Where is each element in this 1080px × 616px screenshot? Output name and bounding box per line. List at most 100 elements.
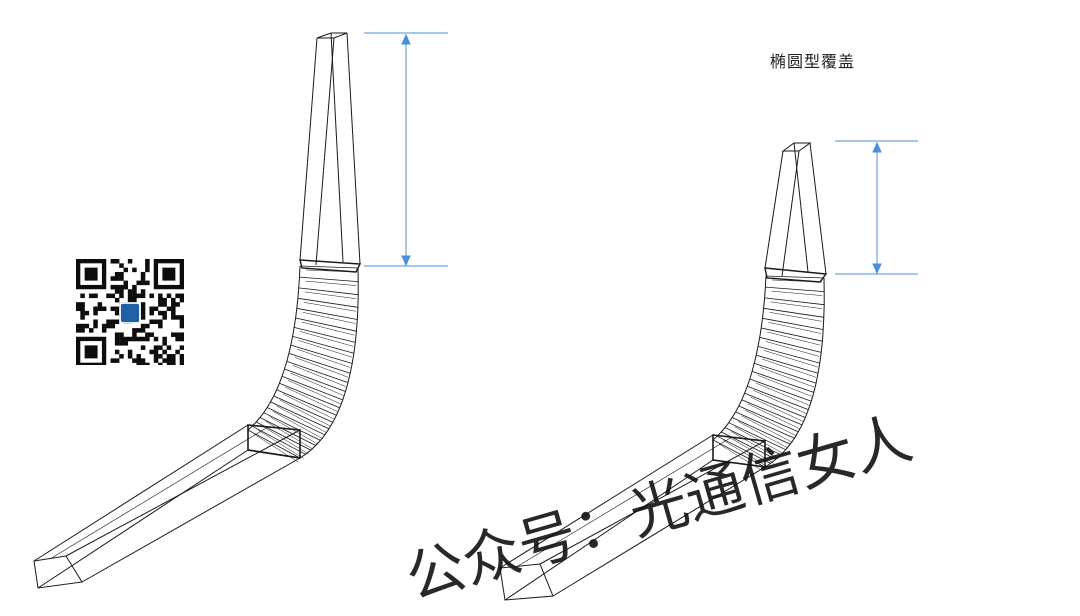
qr-module (179, 354, 184, 359)
qr-module (127, 297, 133, 303)
curve-segment-line (768, 322, 822, 334)
curve-segment-line (269, 416, 319, 445)
curve-segment-line (294, 357, 349, 378)
curve-segment-line (304, 291, 357, 299)
qr-module (119, 341, 124, 346)
curve-segment-line (302, 312, 356, 324)
qr-module (171, 306, 176, 312)
qr-module (114, 271, 120, 277)
curve-segment-line (281, 375, 343, 401)
curve-edge-left (247, 265, 301, 431)
curve-segment-line (247, 429, 301, 459)
curve-segment-line (273, 395, 333, 423)
curve-segment-line (730, 431, 780, 460)
qr-module (127, 354, 133, 359)
qr-module (114, 289, 120, 294)
curve-segment-line (750, 396, 804, 422)
curve-segment-line (294, 327, 356, 343)
qr-module (84, 310, 90, 316)
qr-module (136, 358, 141, 363)
qr-module (114, 349, 120, 355)
curve-segment-line (724, 427, 782, 456)
curve-segment-line (763, 350, 818, 368)
qr-module (140, 276, 146, 281)
curve-segment-line (727, 435, 775, 464)
curve-segment-line (301, 321, 355, 336)
qr-module (171, 302, 176, 307)
qr-module (84, 323, 90, 329)
qr-module (123, 336, 129, 342)
curve-segment-line (765, 286, 825, 292)
qr-module (93, 293, 98, 299)
curve-segment-line (292, 365, 347, 387)
qr-module (140, 306, 146, 312)
qr-module (119, 284, 124, 290)
curve-segment-line (297, 297, 358, 308)
curve-segment-line (298, 287, 359, 296)
qr-module (158, 293, 163, 299)
qr-module (119, 289, 124, 294)
curve-segment-line (279, 399, 331, 427)
curve-segment-line (299, 265, 359, 269)
curve-segment-line (286, 361, 349, 383)
qr-module (158, 345, 163, 350)
qr-module (119, 271, 124, 277)
qr-module (158, 310, 163, 316)
qr-module (166, 306, 172, 312)
qr-module (127, 289, 133, 294)
curve-segment-line (735, 411, 795, 439)
curve-segment-line (279, 382, 340, 409)
qr-module (136, 328, 141, 333)
qr-module (114, 332, 120, 337)
curve-segment-line (262, 425, 309, 455)
curve-segment-line (744, 409, 797, 437)
qr-module (145, 336, 150, 342)
qr-module (106, 319, 111, 324)
left-bend-box (247, 424, 301, 459)
qr-module (158, 297, 163, 303)
qr-module (80, 310, 85, 316)
curve-segment-line (299, 276, 359, 282)
qr-module (106, 323, 111, 329)
qr-module (80, 328, 85, 333)
qr-module (158, 354, 163, 359)
left-dimension-marker (364, 32, 448, 267)
qr-module (88, 328, 94, 333)
qr-module (80, 315, 85, 320)
curve-segment-line (757, 346, 820, 364)
qr-module (140, 310, 146, 316)
qr-module (140, 280, 146, 286)
curve-segment-line (288, 353, 351, 374)
curve-segment-line (749, 378, 812, 402)
qr-module (166, 354, 172, 359)
qr-module (80, 293, 85, 299)
qr-module (114, 306, 120, 312)
qr-module (123, 341, 129, 346)
left-top-box (299, 259, 362, 273)
curve-segment-line (771, 290, 823, 296)
qr-module (153, 349, 159, 355)
curve-segment-line (767, 331, 821, 346)
qr-module (171, 315, 176, 320)
qr-module (179, 358, 184, 363)
qr-module (179, 319, 184, 324)
qr-module (145, 259, 150, 264)
curve-segment-line (252, 425, 306, 455)
curve-segment-line (258, 429, 304, 459)
curve-segment-line (296, 307, 358, 320)
curve-segment-line (741, 399, 803, 426)
qr-module (179, 336, 184, 342)
qr-module (80, 323, 85, 329)
qr-module (119, 293, 124, 299)
curve-segment-line (259, 417, 316, 446)
right-taper-structure (499, 142, 828, 601)
qr-module (84, 267, 98, 281)
qr-module (171, 362, 176, 365)
qr-module (179, 297, 184, 303)
qr-module (101, 328, 107, 333)
qr-module (149, 306, 154, 312)
curve-segment-line (770, 301, 823, 309)
qr-module (123, 267, 129, 273)
qr-module (175, 302, 180, 307)
